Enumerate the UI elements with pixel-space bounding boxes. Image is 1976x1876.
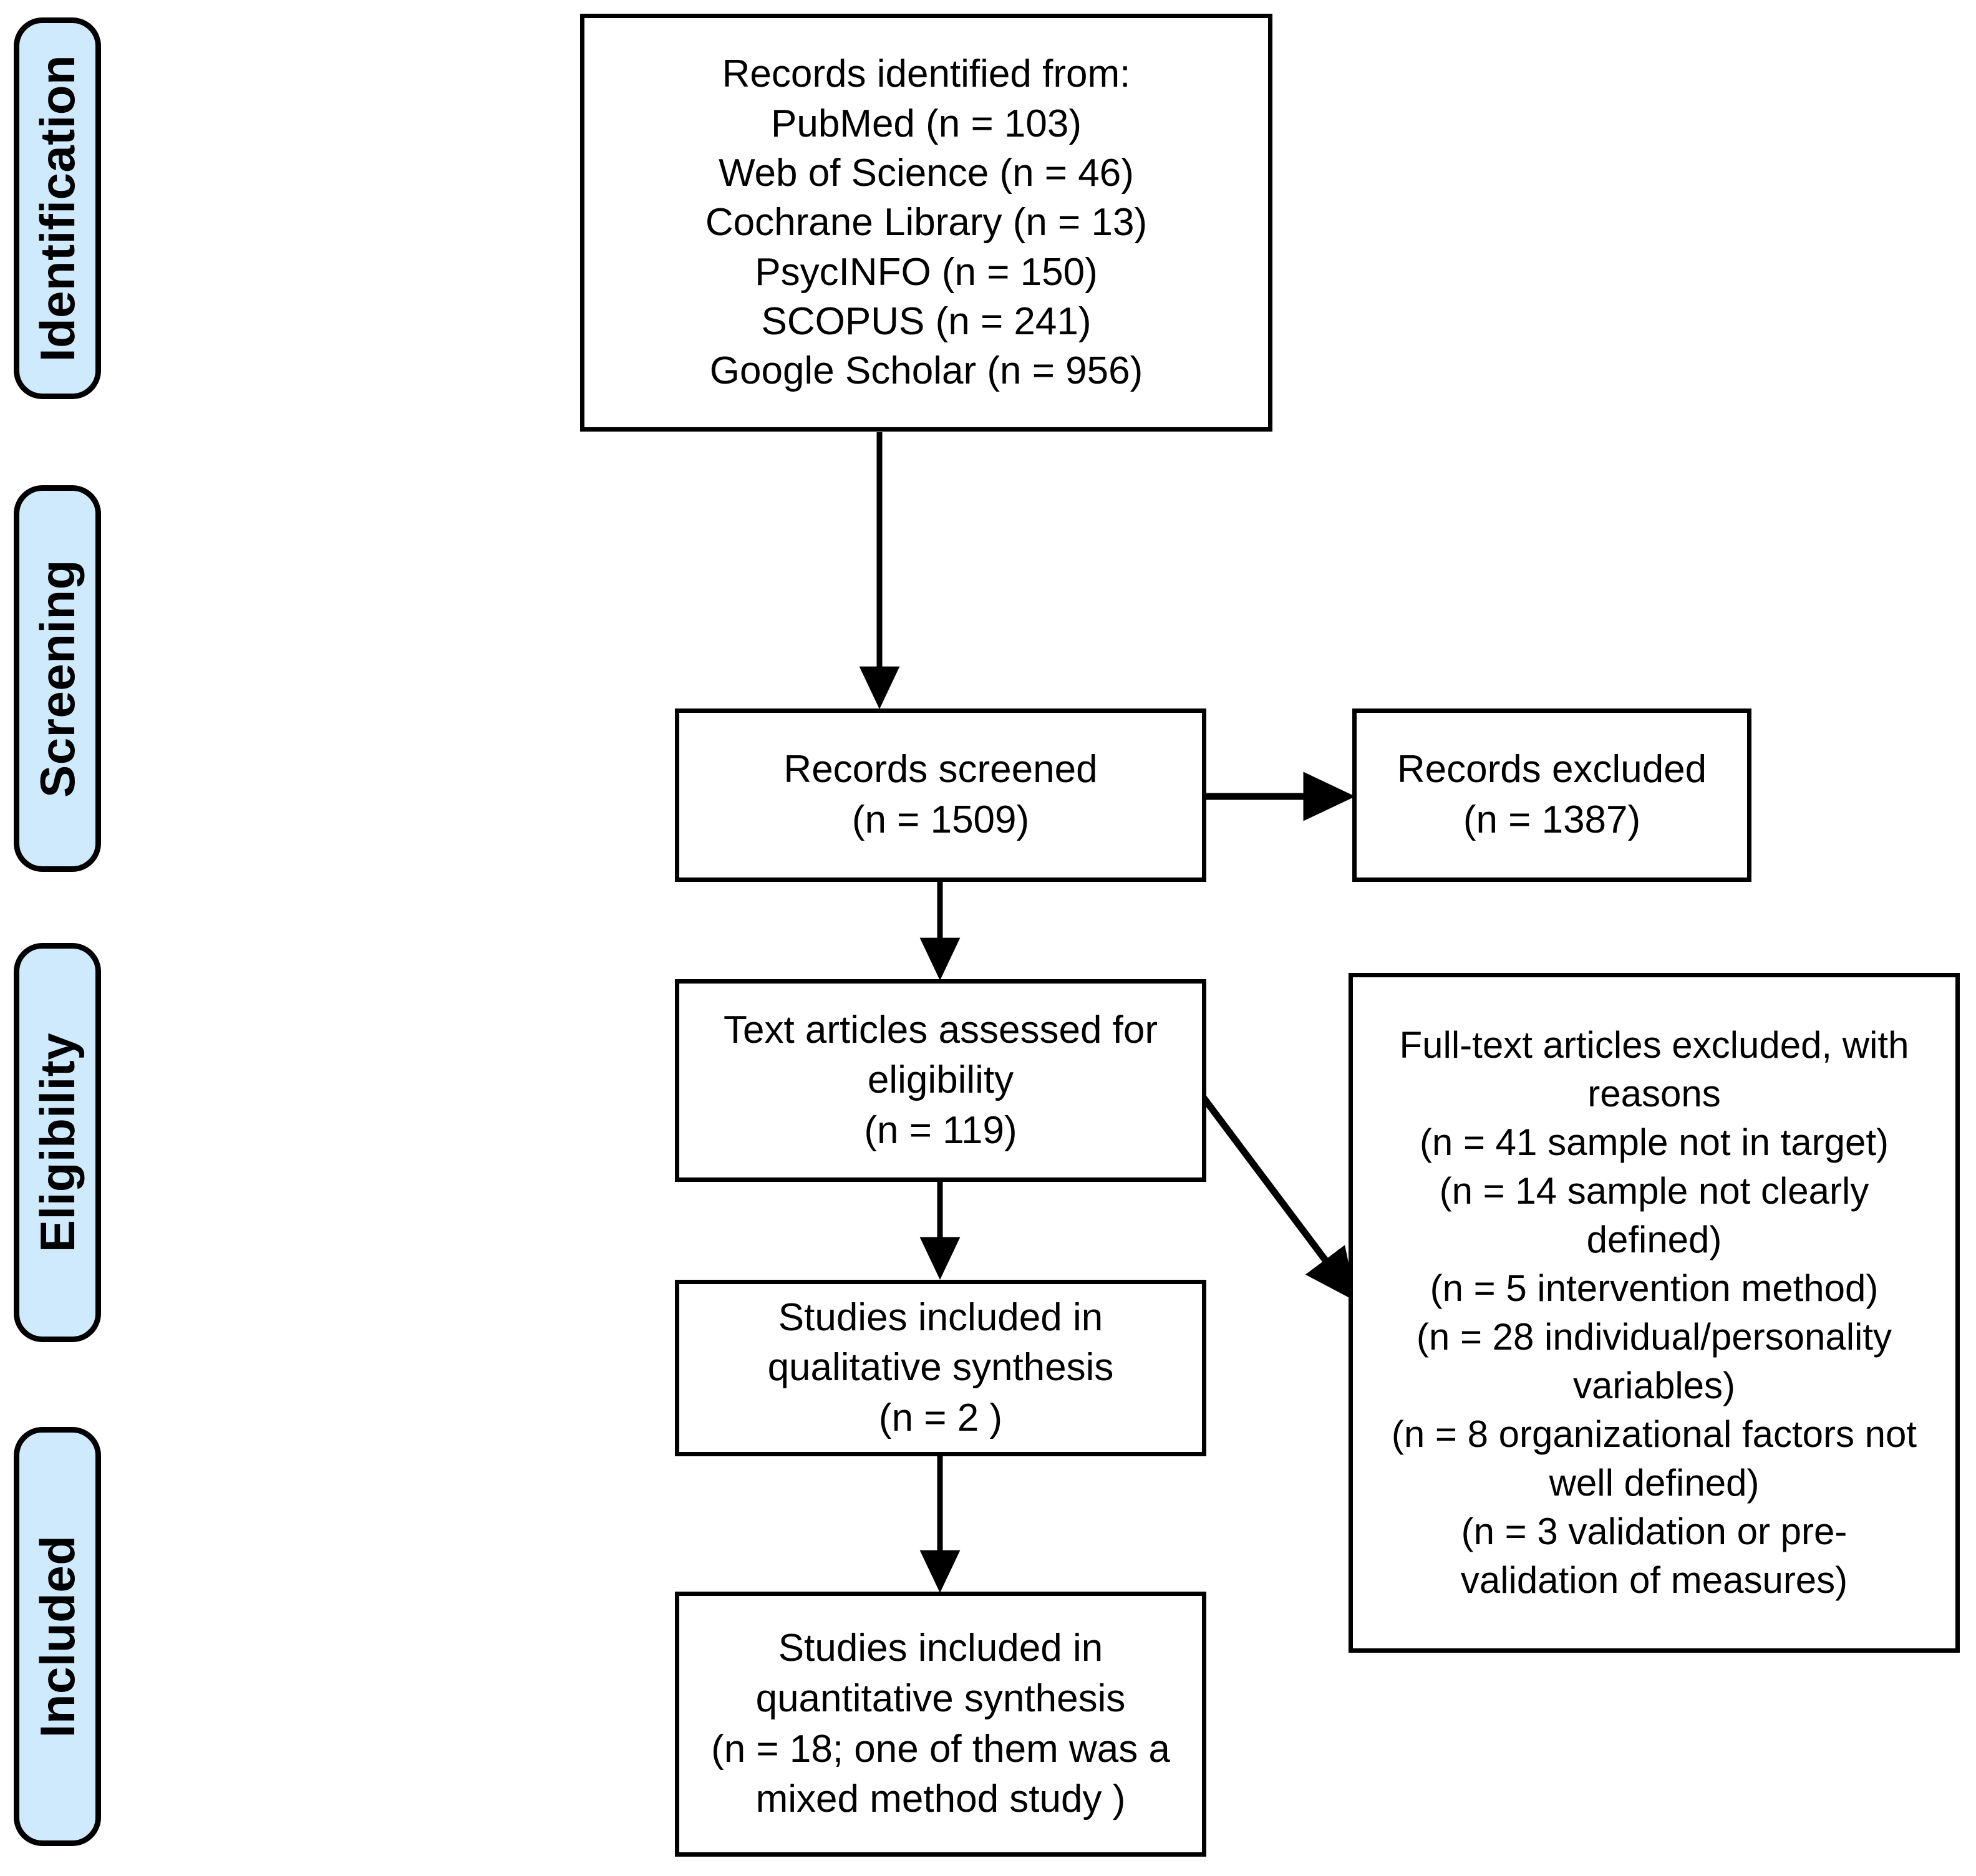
stage-label-included: Included: [30, 1535, 85, 1738]
stage-pill-included: Included: [14, 1427, 101, 1846]
box-fulltext-articles-excluded: Full-text articles excluded, with reason…: [1349, 973, 1960, 1653]
stage-pill-eligibility: Eligibility: [14, 943, 101, 1342]
box-records-screened-text: Records screened (n = 1509): [783, 748, 1098, 841]
box-records-excluded-text: Records excluded (n = 1387): [1397, 748, 1707, 841]
box-records-screened: Records screened (n = 1509): [675, 708, 1206, 882]
stage-label-identification: Identification: [30, 54, 85, 362]
box-records-excluded: Records excluded (n = 1387): [1352, 708, 1751, 882]
stage-label-screening: Screening: [30, 559, 85, 798]
box-fulltext-articles-excluded-text: Full-text articles excluded, with reason…: [1391, 1024, 1917, 1601]
box-records-identified: Records identified from: PubMed (n = 103…: [580, 14, 1272, 432]
box-quantitative-synthesis: Studies included in quantitative synthes…: [675, 1592, 1206, 1857]
box-records-identified-text: Records identified from: PubMed (n = 103…: [705, 52, 1148, 393]
box-qualitative-synthesis: Studies included in qualitative synthesi…: [675, 1280, 1206, 1456]
box-qualitative-synthesis-text: Studies included in qualitative synthesi…: [767, 1295, 1114, 1439]
stage-label-eligibility: Eligibility: [30, 1032, 85, 1253]
connector-eligibility-to-fulltext-excluded: [1181, 1069, 1357, 1302]
stage-pill-screening: Screening: [14, 485, 101, 872]
box-eligibility-assessed-text: Text articles assessed for eligibility (…: [723, 1008, 1158, 1152]
box-quantitative-synthesis-text: Studies included in quantitative synthes…: [711, 1627, 1170, 1821]
box-eligibility-assessed: Text articles assessed for eligibility (…: [675, 979, 1206, 1182]
stage-pill-identification: Identification: [14, 17, 101, 399]
